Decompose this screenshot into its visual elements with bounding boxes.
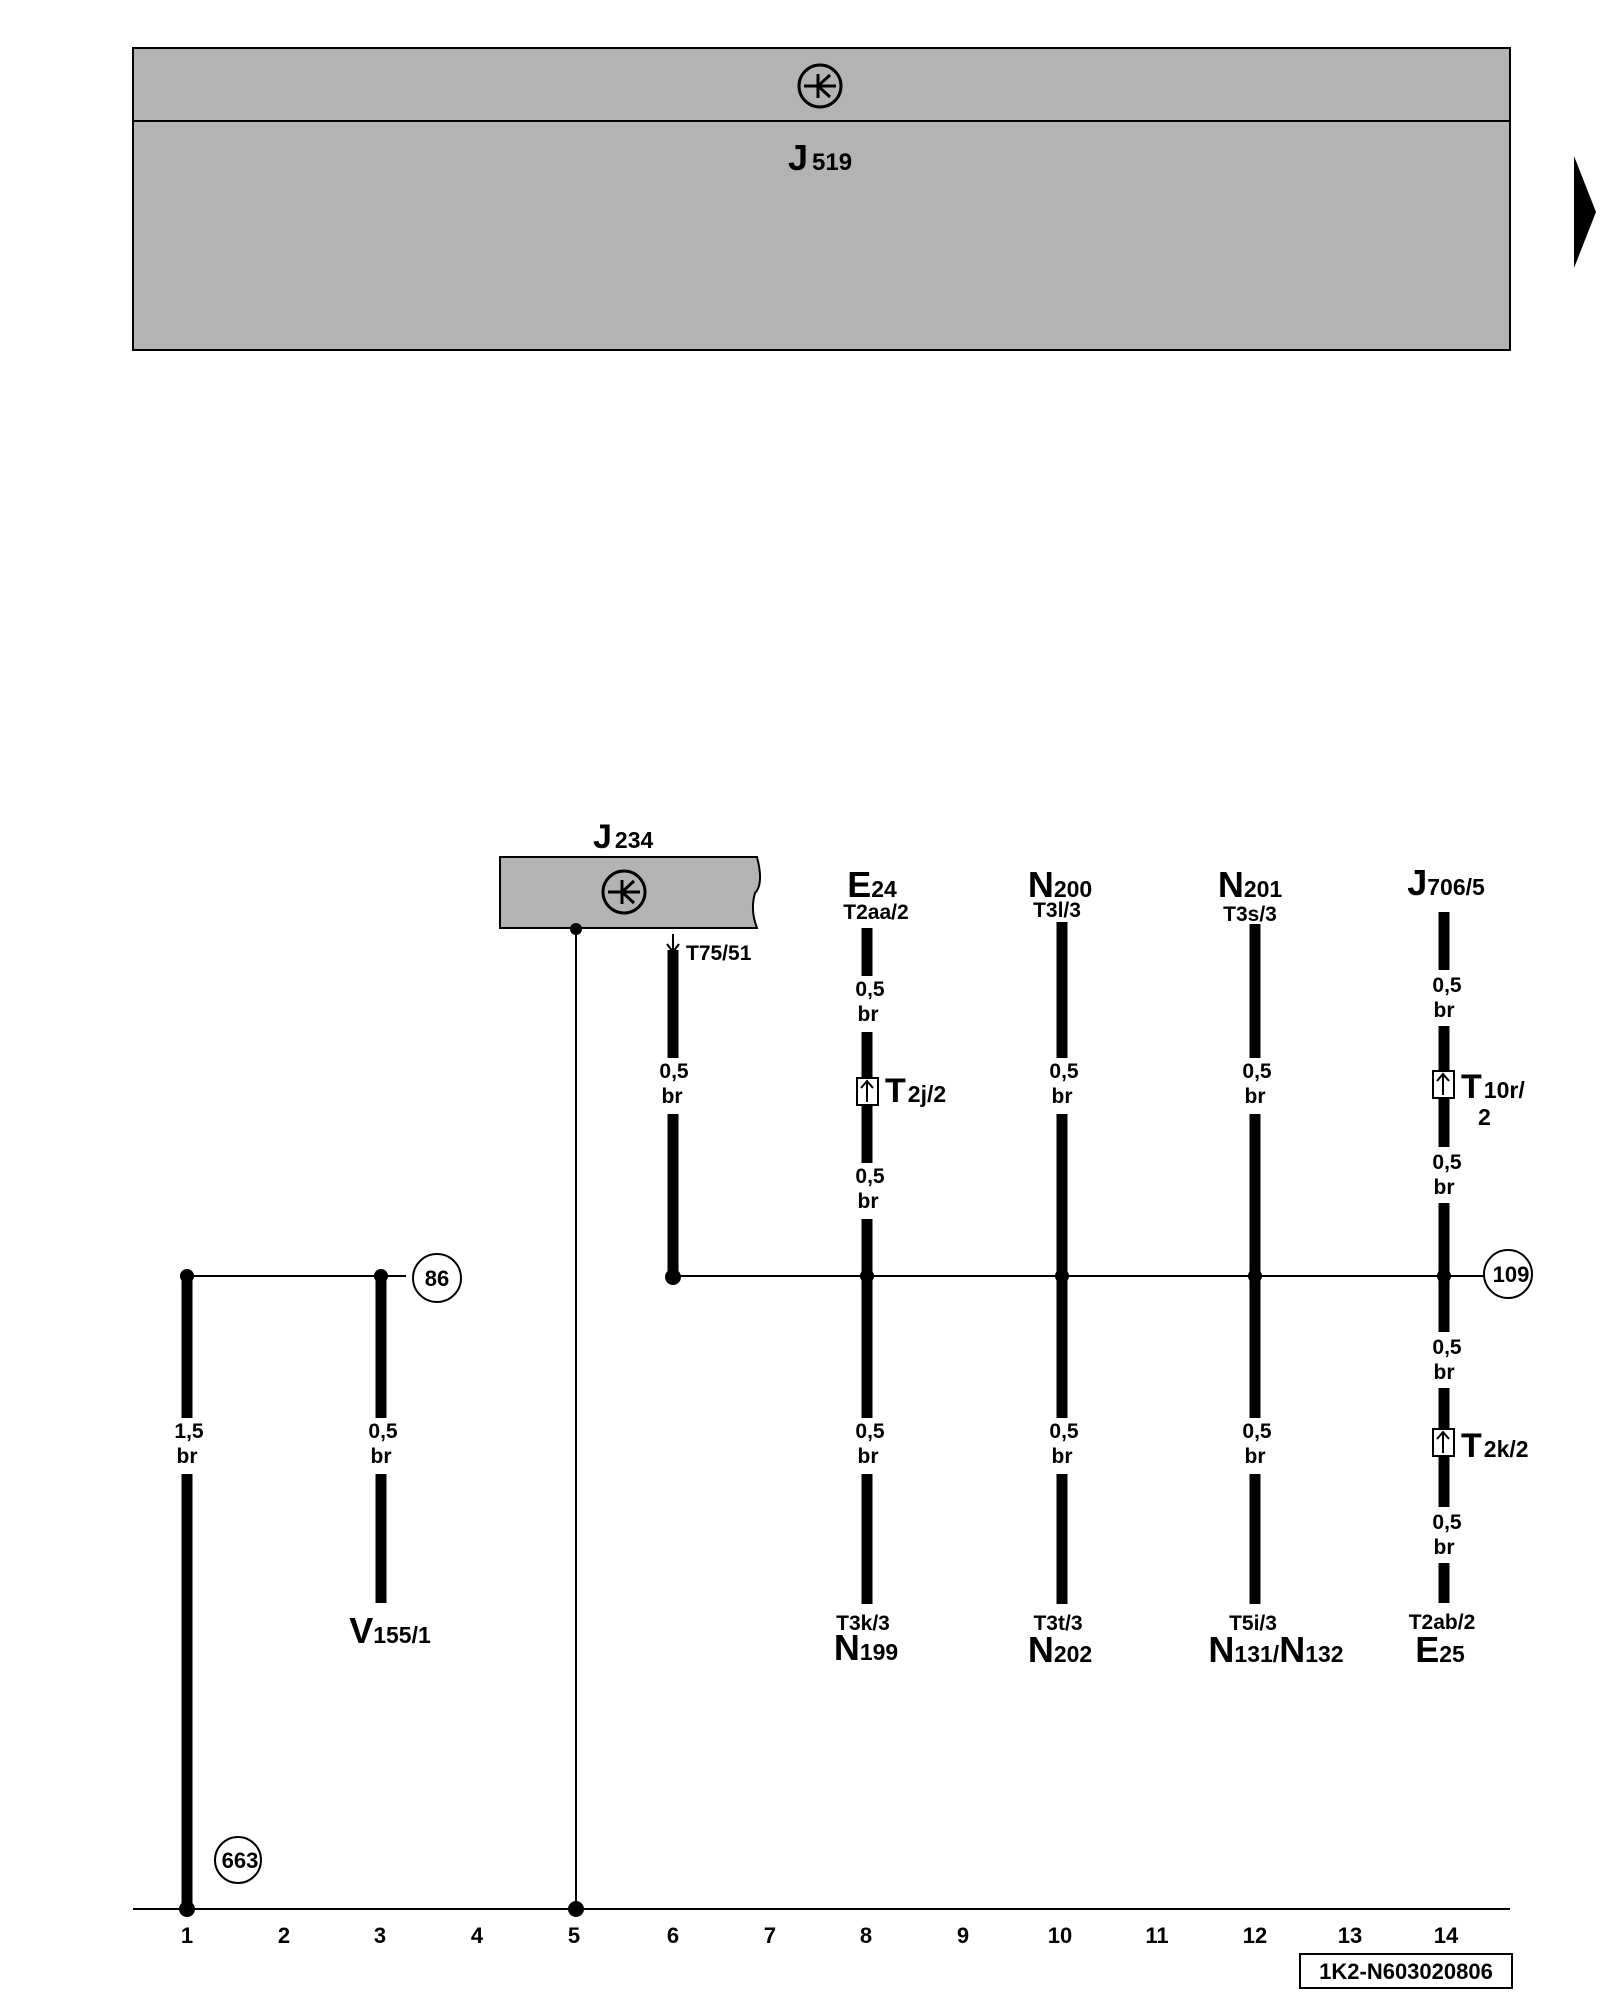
wire-label-color: br xyxy=(1434,999,1455,1022)
wire-label-color: br xyxy=(1052,1085,1073,1108)
track-number: 2 xyxy=(278,1923,290,1948)
connector-t2ab-2-label: T2ab/2 xyxy=(1409,1611,1476,1634)
connector-t10r: T10r/ 2 xyxy=(1432,1068,1525,1130)
component-v155-label: V155/1 xyxy=(349,1610,431,1651)
track-number: 8 xyxy=(860,1923,872,1948)
track-number: 11 xyxy=(1145,1923,1168,1948)
track-number: 12 xyxy=(1243,1923,1267,1948)
component-n201-label: N201 xyxy=(1218,864,1283,905)
wire-label-color: br xyxy=(1434,1536,1455,1559)
connector-t2k: T2k/2 xyxy=(1432,1427,1529,1465)
track-numbers: 1 2 3 4 5 6 7 8 9 10 11 12 13 14 xyxy=(181,1923,1459,1948)
wire-label-size: 0,5 xyxy=(1432,1151,1462,1174)
wire-label-color: br xyxy=(1245,1445,1266,1468)
component-n202-label: N202 xyxy=(1028,1629,1092,1670)
ref-663-label: 663 xyxy=(222,1848,259,1873)
track-number: 9 xyxy=(957,1923,969,1948)
component-e25-label: E25 xyxy=(1415,1629,1465,1670)
component-n200-label: N200 xyxy=(1028,864,1092,905)
pin-arrow-icon xyxy=(666,934,680,954)
wire-label-color: br xyxy=(371,1445,392,1468)
connector-t2j-label: T2j/2 xyxy=(885,1072,946,1110)
wire-label-size: 1,5 xyxy=(174,1420,204,1443)
wire-label-color: br xyxy=(1434,1176,1455,1199)
ref-86[interactable]: 86 xyxy=(412,1253,462,1303)
wire-label-color: br xyxy=(858,1445,879,1468)
connector-arrow-icon xyxy=(1436,1072,1450,1095)
electronic-symbol-icon xyxy=(797,63,843,109)
track-number: 5 xyxy=(568,1923,580,1948)
wire-label-size: 0,5 xyxy=(855,1420,885,1443)
wire-label-size: 0,5 xyxy=(1242,1420,1272,1443)
pin-t75-51-label: T75/51 xyxy=(686,942,752,965)
track-number: 4 xyxy=(471,1923,484,1948)
wire-label-color: br xyxy=(1245,1085,1266,1108)
wire-label-size: 0,5 xyxy=(1049,1420,1079,1443)
connector-t10r-label-cont: 2 xyxy=(1478,1104,1491,1130)
ref-109-label: 109 xyxy=(1493,1262,1530,1287)
ref-86-label: 86 xyxy=(425,1266,449,1291)
connector-t2aa-2-label: T2aa/2 xyxy=(843,901,908,924)
wire-label-size: 0,5 xyxy=(1432,974,1462,997)
connector-arrow-icon xyxy=(1436,1430,1450,1453)
junction-dots xyxy=(179,923,1451,1917)
track-number: 13 xyxy=(1338,1923,1362,1948)
next-page-arrow-icon[interactable] xyxy=(1574,156,1596,268)
track-number: 6 xyxy=(667,1923,679,1948)
component-j706-label: J706/5 xyxy=(1407,862,1485,903)
component-e24-label: E24 xyxy=(847,864,897,905)
wire-label-gaps xyxy=(165,970,1467,1563)
thin-wires xyxy=(133,928,1510,1910)
wire-label-color: br xyxy=(662,1085,683,1108)
connector-arrow-icon xyxy=(860,1079,874,1102)
connector-t10r-label: T10r/ xyxy=(1461,1068,1525,1106)
electronic-symbol-icon xyxy=(601,869,647,915)
connector-t2j: T2j/2 xyxy=(856,1072,946,1110)
document-id: 1K2-N603020806 xyxy=(1319,1959,1493,1984)
component-n131-n132-label: N131/N132 xyxy=(1208,1629,1343,1670)
wire-label-color: br xyxy=(858,1003,879,1026)
track-number: 7 xyxy=(764,1923,776,1948)
wire-label-color: br xyxy=(858,1190,879,1213)
wire-label-size: 0,5 xyxy=(1049,1060,1079,1083)
connector-t2k-label: T2k/2 xyxy=(1461,1427,1529,1465)
ref-663[interactable]: 663 xyxy=(214,1836,262,1884)
wire-label-size: 0,5 xyxy=(1432,1336,1462,1359)
wire-label-color: br xyxy=(1052,1445,1073,1468)
connector-t3t-3-label: T3t/3 xyxy=(1033,1612,1082,1635)
track-number: 1 xyxy=(181,1923,193,1948)
connector-t3k-3-label: T3k/3 xyxy=(836,1612,890,1635)
wire-label-color: br xyxy=(177,1445,198,1468)
wire-label-size: 0,5 xyxy=(659,1060,689,1083)
wire-label-color: br xyxy=(1434,1361,1455,1384)
track-number: 3 xyxy=(374,1923,386,1948)
document-id-box: 1K2-N603020806 xyxy=(1299,1953,1513,1989)
wire-label-size: 0,5 xyxy=(855,1165,885,1188)
track-number: 14 xyxy=(1434,1923,1459,1948)
wire-label-size: 0,5 xyxy=(368,1420,398,1443)
wire-label-size: 0,5 xyxy=(1242,1060,1272,1083)
component-n199-label: N199 xyxy=(834,1627,898,1668)
ref-109[interactable]: 109 xyxy=(1483,1249,1533,1299)
wire-label-size: 0,5 xyxy=(855,978,885,1001)
connector-t5i-3-label: T5i/3 xyxy=(1229,1612,1277,1635)
connector-t3l-3-label: T3l/3 xyxy=(1033,899,1081,922)
wire-label-size: 0,5 xyxy=(1432,1511,1462,1534)
connector-t3s-3-label: T3s/3 xyxy=(1223,903,1277,926)
track-number: 10 xyxy=(1048,1923,1072,1948)
